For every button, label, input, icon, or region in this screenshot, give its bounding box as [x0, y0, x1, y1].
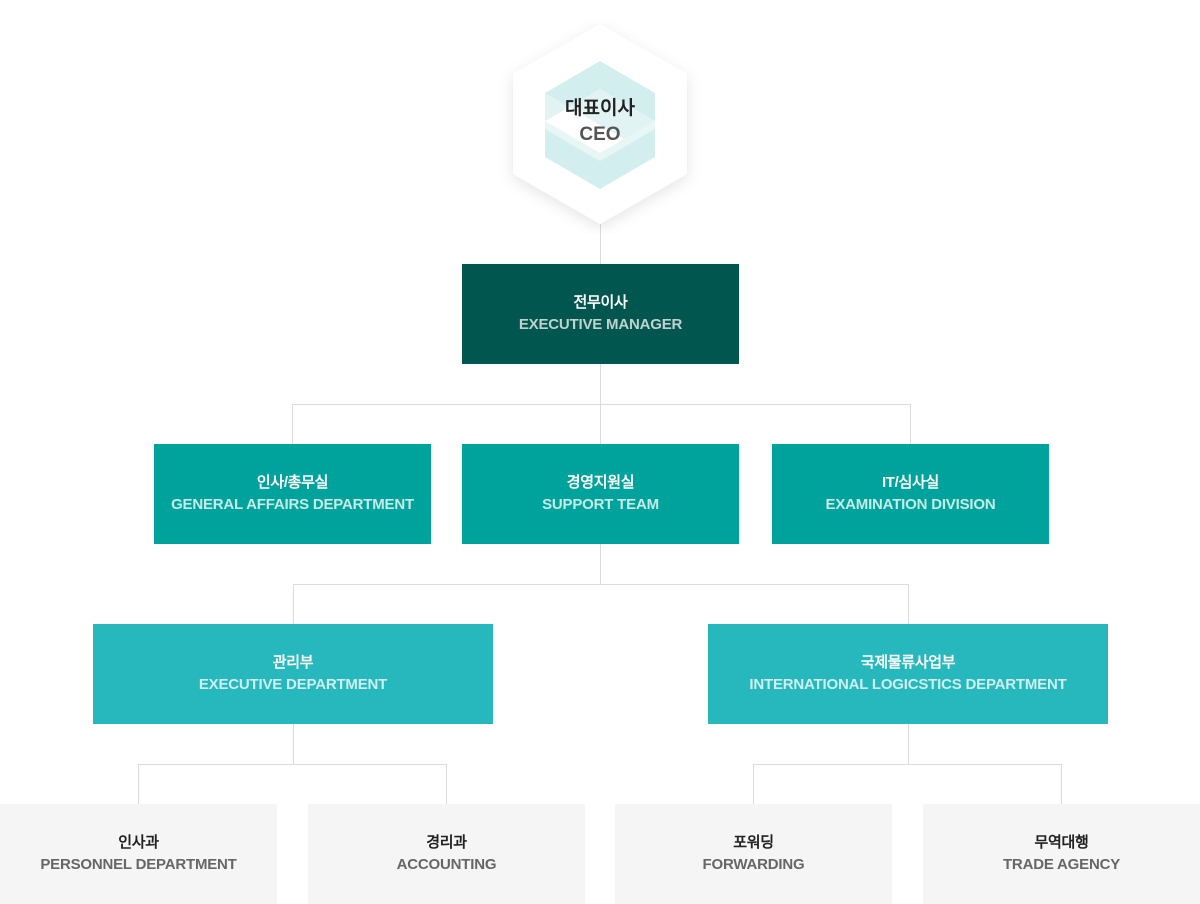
- connector-level4-right-drop-1: [753, 764, 754, 804]
- executive-manager-node: 전무이사 EXECUTIVE MANAGER: [462, 264, 739, 364]
- forwarding-node: 포워딩 FORWARDING: [615, 804, 892, 904]
- node-title-en: GENERAL AFFAIRS DEPARTMENT: [171, 496, 414, 513]
- node-title-en: TRADE AGENCY: [1002, 856, 1121, 873]
- connector-support-down: [600, 544, 601, 584]
- node-title-en: EXECUTIVE MANAGER: [518, 316, 683, 333]
- connector-level2-horizontal: [292, 404, 911, 405]
- node-title-ko: 인사과: [118, 833, 159, 851]
- node-title-ko: 전무이사: [573, 293, 628, 311]
- node-title-en: PERSONNEL DEPARTMENT: [40, 856, 237, 873]
- connector-executive-dept-down: [293, 724, 294, 764]
- ceo-node: 대표이사 CEO: [500, 18, 700, 234]
- connector-level4-left-drop-1: [138, 764, 139, 804]
- node-title-ko: 포워딩: [733, 833, 774, 851]
- node-title-ko: 관리부: [272, 653, 314, 671]
- node-title-ko: 국제물류사업부: [860, 653, 956, 671]
- node-title-ko: 경영지원실: [566, 473, 635, 491]
- connector-level2-right-drop: [910, 404, 911, 444]
- connector-level4-right-horizontal: [753, 764, 1062, 765]
- connector-level4-right-drop-2: [1061, 764, 1062, 804]
- node-title-en: EXAMINATION DIVISION: [825, 496, 996, 513]
- connector-level4-left-horizontal: [138, 764, 447, 765]
- ceo-title-en: CEO: [579, 123, 621, 145]
- executive-department-node: 관리부 EXECUTIVE DEPARTMENT: [93, 624, 493, 724]
- node-title-en: ACCOUNTING: [396, 856, 497, 873]
- trade-agency-node: 무역대행 TRADE AGENCY: [923, 804, 1200, 904]
- node-title-ko: 무역대행: [1034, 833, 1089, 851]
- connector-level4-left-drop-2: [446, 764, 447, 804]
- connector-level3-horizontal: [293, 584, 909, 585]
- node-title-ko: IT/심사실: [881, 473, 940, 491]
- node-title-en: EXECUTIVE DEPARTMENT: [198, 676, 388, 693]
- connector-level2-left-drop: [292, 404, 293, 444]
- connector-level3-left-drop: [293, 584, 294, 624]
- node-title-ko: 경리과: [426, 833, 467, 851]
- international-logistics-node: 국제물류사업부 INTERNATIONAL LOGICSTICS DEPARTM…: [708, 624, 1108, 724]
- connector-level3-right-drop: [908, 584, 909, 624]
- connector-intl-dept-down: [908, 724, 909, 764]
- node-title-en: INTERNATIONAL LOGICSTICS DEPARTMENT: [749, 676, 1067, 693]
- general-affairs-node: 인사/총무실 GENERAL AFFAIRS DEPARTMENT: [154, 444, 431, 544]
- ceo-title-ko: 대표이사: [565, 98, 635, 119]
- support-team-node: 경영지원실 SUPPORT TEAM: [462, 444, 739, 544]
- examination-division-node: IT/심사실 EXAMINATION DIVISION: [772, 444, 1049, 544]
- connector-ceo-to-manager: [600, 224, 601, 264]
- accounting-node: 경리과 ACCOUNTING: [308, 804, 585, 904]
- node-title-en: SUPPORT TEAM: [542, 496, 659, 513]
- personnel-department-node: 인사과 PERSONNEL DEPARTMENT: [0, 804, 277, 904]
- node-title-en: FORWARDING: [702, 856, 805, 873]
- node-title-ko: 인사/총무실: [256, 473, 329, 491]
- hexagon-logo-icon: [513, 24, 687, 224]
